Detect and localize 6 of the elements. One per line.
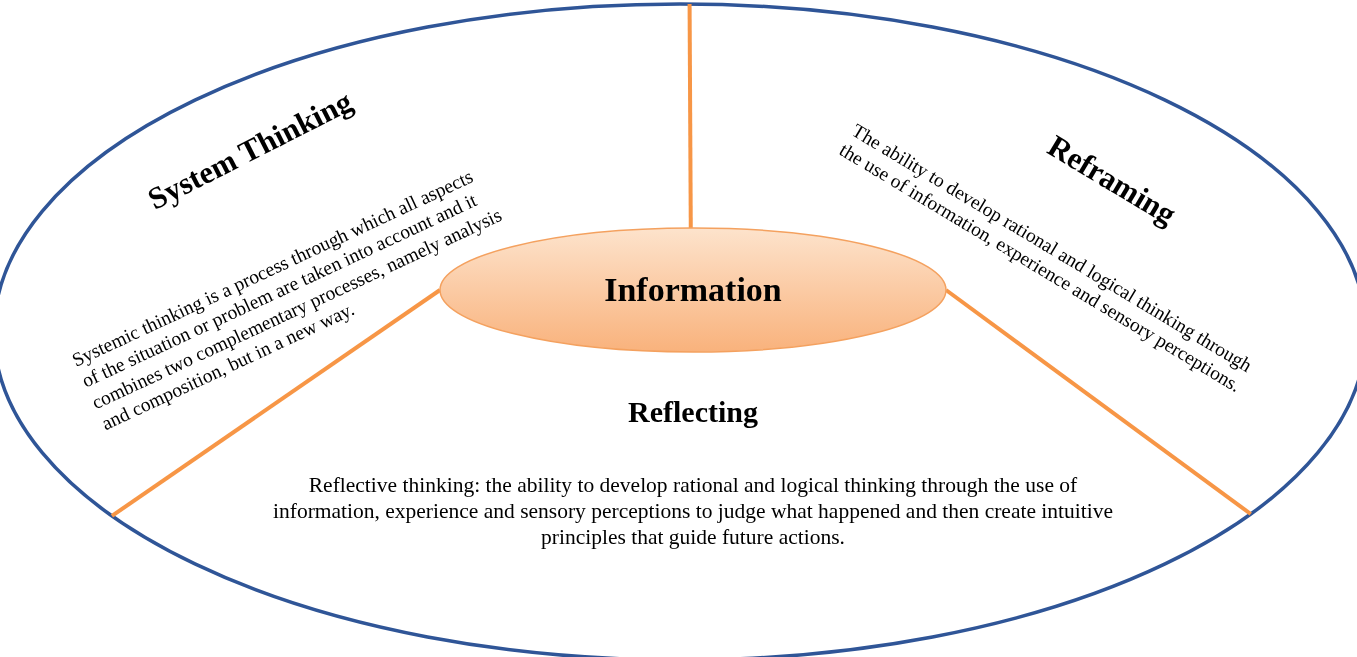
section-text: Reflective thinking: the ability to develop rational and logical thinking through the use of information, experience and sensory perceptions to judge what happened and then create intuitive principles that guide future actions. (272, 473, 1114, 551)
center-title: Information (604, 271, 782, 309)
divider-line (944, 288, 1252, 516)
section-heading: Reflecting (627, 394, 759, 430)
divider-line (687, 4, 693, 228)
divider-line (110, 288, 442, 518)
